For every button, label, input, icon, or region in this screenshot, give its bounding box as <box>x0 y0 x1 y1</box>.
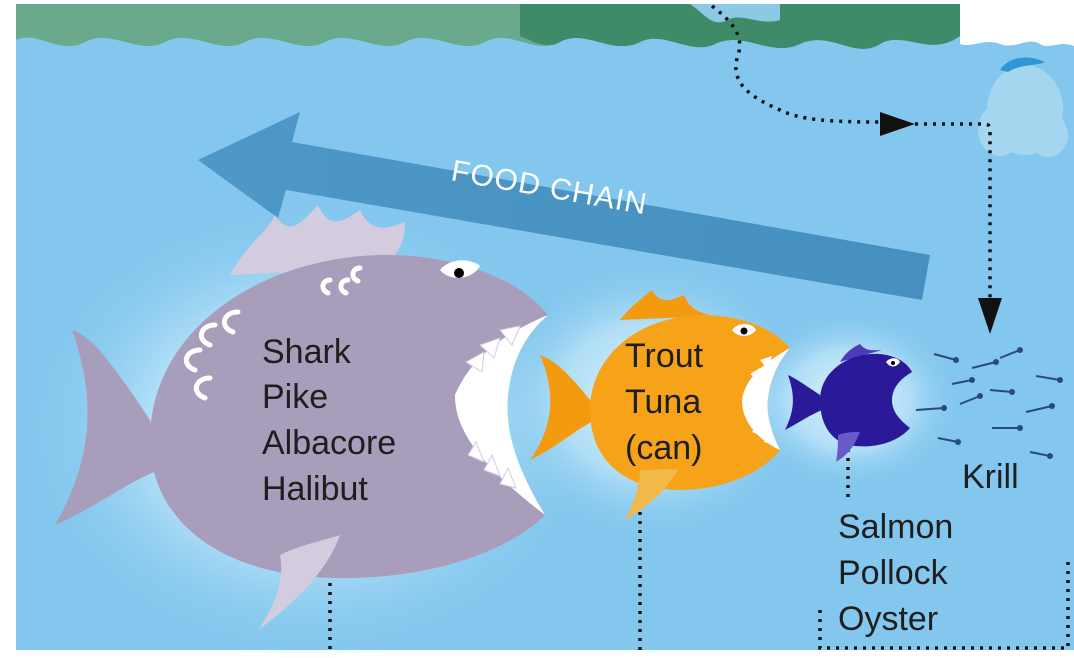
label-tuna: Tuna <box>625 383 701 421</box>
label-trout: Trout <box>625 337 704 375</box>
label-can: (can) <box>625 429 702 467</box>
left-margin <box>0 0 16 658</box>
label-pollock: Pollock <box>838 554 949 592</box>
small-fish-labels: Salmon Pollock Oyster <box>838 508 953 638</box>
bottom-margin <box>0 650 1074 658</box>
medium-fish-labels: Trout Tuna (can) <box>625 337 704 467</box>
label-pike: Pike <box>262 378 328 416</box>
label-albacore: Albacore <box>262 424 396 462</box>
label-shark: Shark <box>262 333 352 371</box>
label-krill: Krill <box>962 458 1019 496</box>
label-halibut: Halibut <box>262 470 368 508</box>
label-oyster: Oyster <box>838 600 938 638</box>
label-salmon: Salmon <box>838 508 953 546</box>
